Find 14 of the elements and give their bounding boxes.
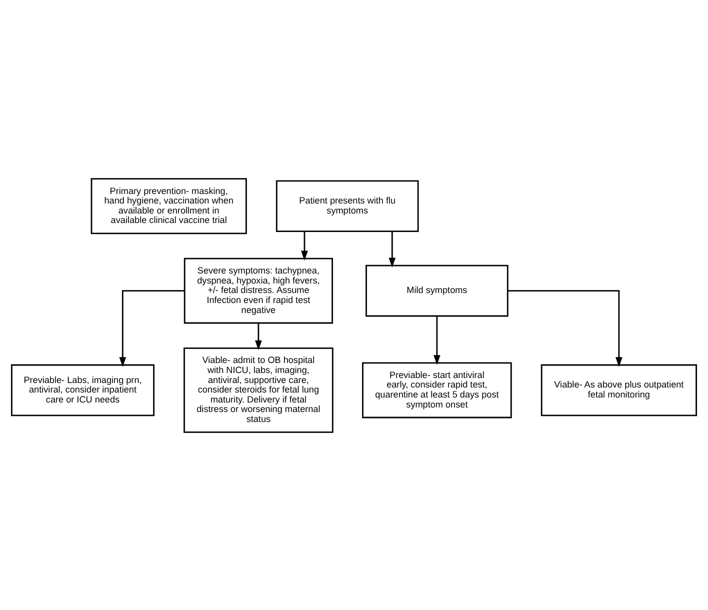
arrow bbox=[388, 231, 396, 268]
node-box: Patient presents with flu symptoms bbox=[276, 180, 419, 232]
arrow bbox=[434, 316, 440, 364]
node-box: Viable- As above plus outpatient fetal monitoring bbox=[540, 364, 697, 416]
arrow bbox=[508, 290, 622, 366]
node-box: Previable- Labs, imaging prn, antiviral, consider inpatient care or ICU needs bbox=[11, 364, 154, 416]
arrow bbox=[301, 231, 308, 260]
arrow bbox=[255, 322, 262, 350]
node-box: Primary prevention- masking, hand hygiene, vaccination when available or enrollment in available clinical vaccine trial bbox=[90, 178, 247, 234]
arrow bbox=[119, 290, 185, 366]
node-box: Mild symptoms bbox=[366, 264, 508, 316]
node-box: Severe symptoms: tachypnea, dyspnea, hypoxia, high fevers, +/- fetal distress. Assume Infection even if rapid test negative bbox=[184, 257, 333, 324]
node-box: Viable- admit to OB hospital with NICU, labs, imaging, antiviral, supportive care, consider steroids for fetal lung maturity. Delivery if fetal distress or worsening maternal status bbox=[184, 347, 334, 432]
node-box: Previable- start antiviral early, consider rapid test, quarentine at least 5 days post symptom onset bbox=[362, 362, 512, 418]
